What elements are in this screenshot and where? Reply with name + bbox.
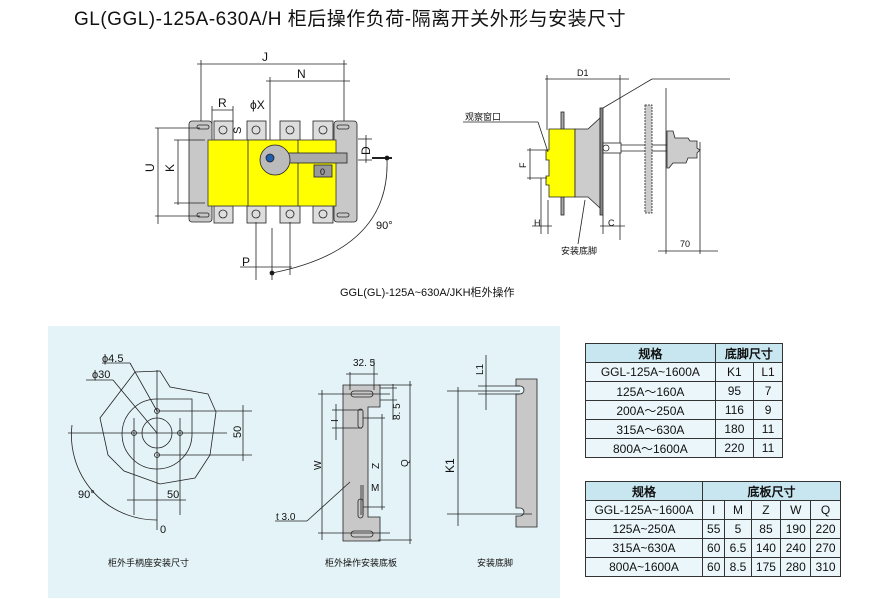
dim-32.5: 32. 5 <box>353 358 376 369</box>
angle-90: 90° <box>376 220 393 232</box>
cell: 60 <box>701 557 726 577</box>
foot-drawing: L1 K1 安装底脚 <box>443 355 538 568</box>
bottom-panel <box>48 326 560 598</box>
cell: 116 <box>714 400 755 420</box>
dim-H: H <box>534 218 541 228</box>
cell: 6.5 <box>724 538 752 558</box>
front-view: 0 J N R ϕX S U K D 90° P <box>143 50 393 280</box>
cell: 55 <box>701 519 726 539</box>
cell: 140 <box>750 538 782 558</box>
dim-70: 70 <box>680 239 690 249</box>
base-plate-caption: 柜外操作安装底板 <box>325 557 397 568</box>
dim-K1: K1 <box>443 458 457 473</box>
dim-M: M <box>371 483 379 494</box>
dim-R: R <box>218 96 227 110</box>
foot-caption: 安装底脚 <box>477 557 513 568</box>
dim-phiX: ϕX <box>250 98 265 112</box>
sub-model: GGL-125A~1600A <box>585 362 716 382</box>
cell: 175 <box>750 557 782 577</box>
sub-M: M <box>724 500 752 520</box>
cell: 11 <box>753 419 783 439</box>
sub-K1: K1 <box>714 362 755 382</box>
dim-N: N <box>297 67 306 81</box>
cell: 315A~630A <box>585 538 703 558</box>
header-spec: 规格 <box>585 481 703 501</box>
cell: 280 <box>780 557 812 577</box>
cell: 11 <box>753 438 783 458</box>
sub-model: GGL-125A~1600A <box>585 500 703 520</box>
dim-Q: Q <box>400 459 411 467</box>
header-foot-size: 底脚尺寸 <box>714 343 784 363</box>
dim-phi30: ϕ30 <box>92 369 110 381</box>
dim-50-vertical: 50 <box>232 426 244 438</box>
sub-Q: Q <box>810 500 841 520</box>
dim-t3: t 3.0 <box>276 512 296 523</box>
cell: 190 <box>780 519 812 539</box>
dim-P: P <box>242 255 250 269</box>
cell: 315A～630A <box>585 419 716 439</box>
dim-Z: Z <box>371 463 382 469</box>
angle-90-seat: 90° <box>78 489 95 501</box>
foot-label: 安装底脚 <box>561 245 597 256</box>
cell: 270 <box>810 538 841 558</box>
zero-seat: 0 <box>160 524 166 536</box>
handle-seat-caption: 柜外手柄座安装尺寸 <box>108 557 189 568</box>
handle-seat-drawing: ϕ4.5 ϕ30 50 50 90° 0 柜外手柄座安装尺寸 <box>68 353 252 568</box>
zero-label: 0 <box>320 167 325 177</box>
cell: 9 <box>753 400 783 420</box>
dim-D1: D1 <box>577 68 589 78</box>
dim-8.5: 8. 5 <box>392 403 403 420</box>
cell: 8.5 <box>724 557 752 577</box>
cell: 5 <box>724 519 752 539</box>
cell: 310 <box>810 557 841 577</box>
dim-J: J <box>262 50 268 64</box>
dim-S: S <box>232 127 244 134</box>
cell: 240 <box>780 538 812 558</box>
base-plate-drawing: 32. 5 8. 5 I W Z Q M t 3.0 柜外操作安装底板 <box>275 358 412 568</box>
dim-C: C <box>608 218 615 228</box>
dim-F: F <box>518 162 528 168</box>
cell: 200A～250A <box>585 400 716 420</box>
cell: 95 <box>714 381 755 401</box>
page-title: GL(GGL)-125A-630A/H 柜后操作负荷-隔离开关外形与安装尺寸 <box>74 9 627 30</box>
sub-L1: L1 <box>753 362 783 382</box>
dim-50-horizontal: 50 <box>167 489 179 501</box>
dim-L1: L1 <box>475 363 486 375</box>
dim-phi4.5: ϕ4.5 <box>102 353 123 365</box>
front-caption: GGL(GL)-125A~630A/JKH柜外操作 <box>340 287 515 299</box>
dim-K: K <box>163 164 177 172</box>
cell: 125A~250A <box>585 519 703 539</box>
cell: 85 <box>750 519 782 539</box>
cell: 7 <box>753 381 783 401</box>
cell: 180 <box>714 419 755 439</box>
sub-I: I <box>701 500 726 520</box>
sub-Z: Z <box>750 500 782 520</box>
cell: 220 <box>810 519 841 539</box>
cell: 220 <box>714 438 755 458</box>
dim-W: W <box>313 460 324 470</box>
cell: 800A~1600A <box>585 557 703 577</box>
dim-D: D <box>359 146 373 155</box>
header-plate-size: 底板尺寸 <box>701 481 842 501</box>
cell: 800A～1600A <box>585 438 716 458</box>
side-view: D1 观察窗口 F H C 安装底脚 70 <box>463 68 730 256</box>
header-spec: 规格 <box>585 343 716 363</box>
dim-I: I <box>330 419 341 422</box>
window-label: 观察窗口 <box>465 111 501 122</box>
sub-W: W <box>780 500 812 520</box>
dim-U: U <box>143 163 157 172</box>
cell: 125A～160A <box>585 381 716 401</box>
cell: 60 <box>701 538 726 558</box>
